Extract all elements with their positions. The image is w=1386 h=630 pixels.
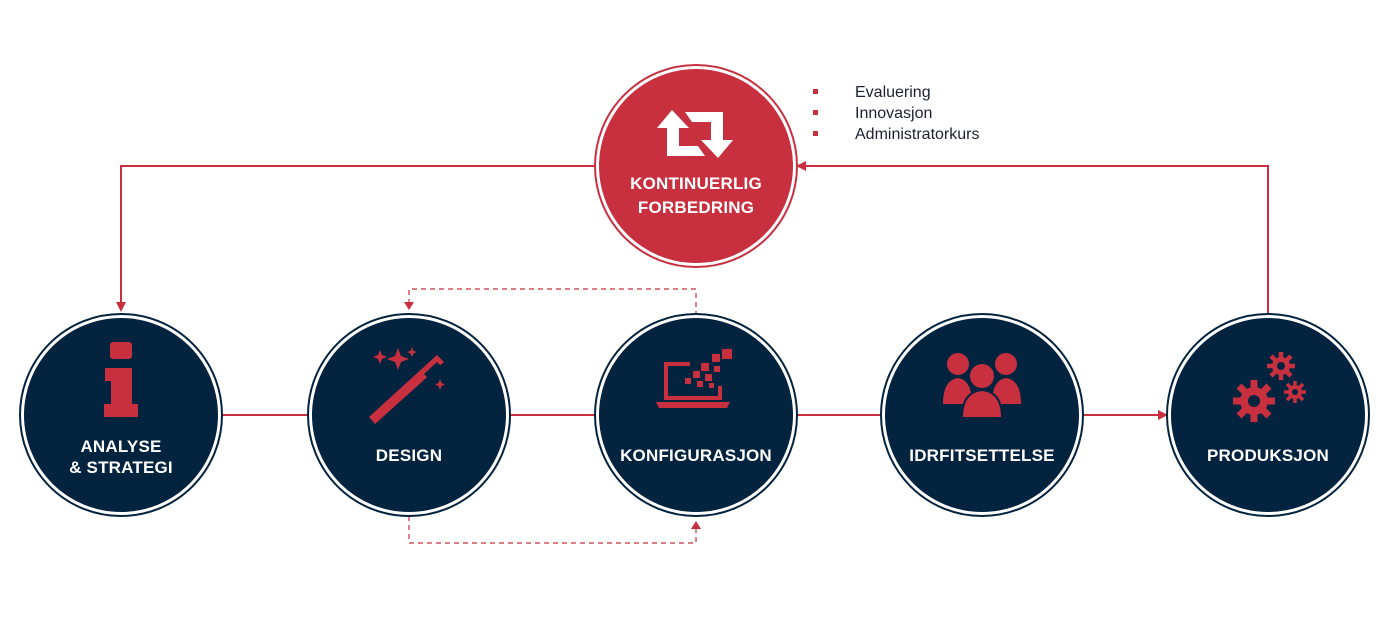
node-idrfitsettelse	[880, 313, 1084, 517]
users-icon	[943, 353, 1021, 419]
analyse-label-line1: ANALYSE	[80, 437, 162, 456]
design-label: DESIGN	[309, 445, 509, 466]
node-kontinuerlig-forbedring	[594, 64, 798, 268]
arrow-produksjon-forbedring	[796, 161, 1269, 316]
node-produksjon	[1166, 313, 1370, 517]
dashed-arrow-konfigurasjon-design	[408, 288, 697, 316]
analyse-label: ANALYSE & STRATEGI	[21, 436, 221, 478]
analyse-label-line2: & STRATEGI	[69, 458, 173, 477]
produksjon-label: PRODUKSJON	[1168, 445, 1368, 466]
dashed-arrowhead-design	[404, 302, 414, 310]
list-item-text: Evaluering	[855, 84, 931, 101]
bullet-square-icon	[813, 89, 818, 94]
kontinuerlig-forbedring-label: KONTINUERLIG FORBEDRING	[596, 172, 796, 220]
retweet-icon	[657, 110, 733, 158]
list-item: Evaluering	[812, 82, 979, 103]
kontinuerlig-forbedring-label-line2: FORBEDRING	[637, 198, 755, 217]
dashed-arrowhead-konfigurasjon	[691, 521, 701, 529]
kontinuerlig-forbedring-label-line1: KONTINUERLIG	[630, 174, 762, 193]
dashed-loop	[408, 288, 697, 544]
list-item: Administratorkurs	[812, 124, 979, 145]
produksjon-label-line1: PRODUKSJON	[1207, 446, 1329, 465]
list-item-text: Administratorkurs	[855, 126, 980, 143]
konfigurasjon-label-line1: KONFIGURASJON	[620, 446, 772, 465]
konfigurasjon-label: KONFIGURASJON	[596, 445, 796, 466]
node-design	[307, 313, 511, 517]
bullet-square-icon	[813, 110, 818, 115]
arrow-forbedring-analyse	[116, 165, 596, 312]
idrfitsettelse-label: IDRFITSETTELSE	[882, 445, 1082, 466]
connectors	[116, 161, 1269, 420]
improvement-list: Evaluering Innovasjon Administratorkurs	[812, 82, 979, 145]
gears-icon	[1233, 352, 1306, 422]
node-konfigurasjon	[594, 313, 798, 517]
list-item: Innovasjon	[812, 103, 979, 124]
idrfitsettelse-label-line1: IDRFITSETTELSE	[909, 446, 1055, 465]
magic-wand-icon	[369, 347, 445, 424]
dashed-arrow-design-konfigurasjon	[408, 516, 697, 544]
node-analyse	[19, 313, 223, 517]
list-item-text: Innovasjon	[855, 105, 933, 122]
info-icon	[104, 342, 138, 417]
design-label-line1: DESIGN	[375, 446, 443, 465]
laptop-pixels-icon	[656, 349, 732, 408]
bullet-square-icon	[813, 131, 818, 136]
